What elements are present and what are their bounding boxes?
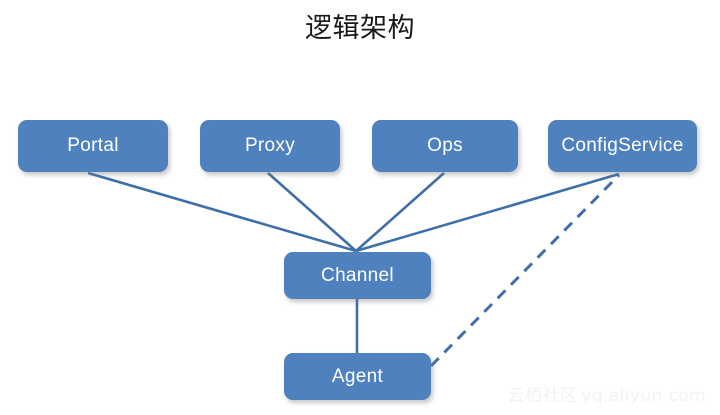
node-label-proxy: Proxy xyxy=(244,135,296,156)
node-portal[interactable]: Portal xyxy=(18,120,168,172)
connector-agent-configservice xyxy=(429,173,621,368)
node-ops[interactable]: Ops xyxy=(372,120,518,172)
node-channel[interactable]: Channel xyxy=(284,252,431,299)
connector-configservice-channel xyxy=(355,172,620,253)
node-configservice[interactable]: ConfigService xyxy=(548,120,697,172)
node-label-configservice: ConfigService xyxy=(561,135,684,156)
node-agent[interactable]: Agent xyxy=(284,353,431,400)
node-label-portal: Portal xyxy=(67,135,119,156)
connector-ops-channel xyxy=(355,172,445,252)
node-proxy[interactable]: Proxy xyxy=(200,120,340,172)
node-label-ops: Ops xyxy=(427,135,463,156)
connector-proxy-channel xyxy=(267,172,357,252)
connector-group xyxy=(87,171,621,368)
connector-portal-channel xyxy=(87,171,357,253)
node-label-agent: Agent xyxy=(331,365,384,387)
node-label-channel: Channel xyxy=(321,264,394,286)
page-title: 逻辑架构 xyxy=(305,13,415,44)
